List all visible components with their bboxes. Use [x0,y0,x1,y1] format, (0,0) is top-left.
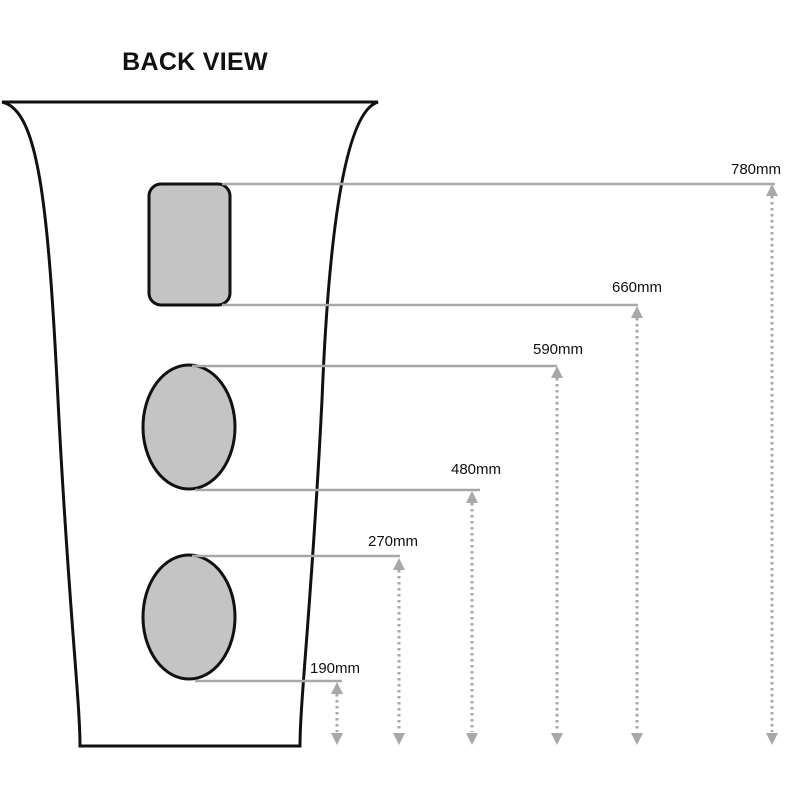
upper-oval-cutout [141,363,237,491]
arrow-590-bottom-head [551,733,563,745]
arrow-190-bottom-head [331,733,343,745]
stand-body-outline [1,100,379,748]
lower-oval-cutout [141,553,237,681]
diagram-title: BACK VIEW [122,48,268,76]
arrow-heads [331,184,778,745]
rectangular-cutout [147,182,232,307]
arrow-480-bottom-head [466,733,478,745]
label-590mm: 590mm [533,341,583,358]
leader-lines [192,182,775,683]
label-270mm: 270mm [368,533,418,550]
arrow-780-top-head [766,184,778,196]
arrow-270-top-head [393,558,405,570]
label-190mm: 190mm [310,660,360,677]
arrow-270-bottom-head [393,733,405,745]
arrow-190-top-head [331,682,343,694]
label-780mm: 780mm [731,161,781,178]
arrow-480-top-head [466,491,478,503]
arrow-660-top-head [631,306,643,318]
arrow-590-top-head [551,366,563,378]
arrow-660-bottom-head [631,733,643,745]
label-660mm: 660mm [612,279,662,296]
label-480mm: 480mm [451,461,501,478]
dimension-arrows [335,196,774,732]
arrow-780-bottom-head [766,733,778,745]
